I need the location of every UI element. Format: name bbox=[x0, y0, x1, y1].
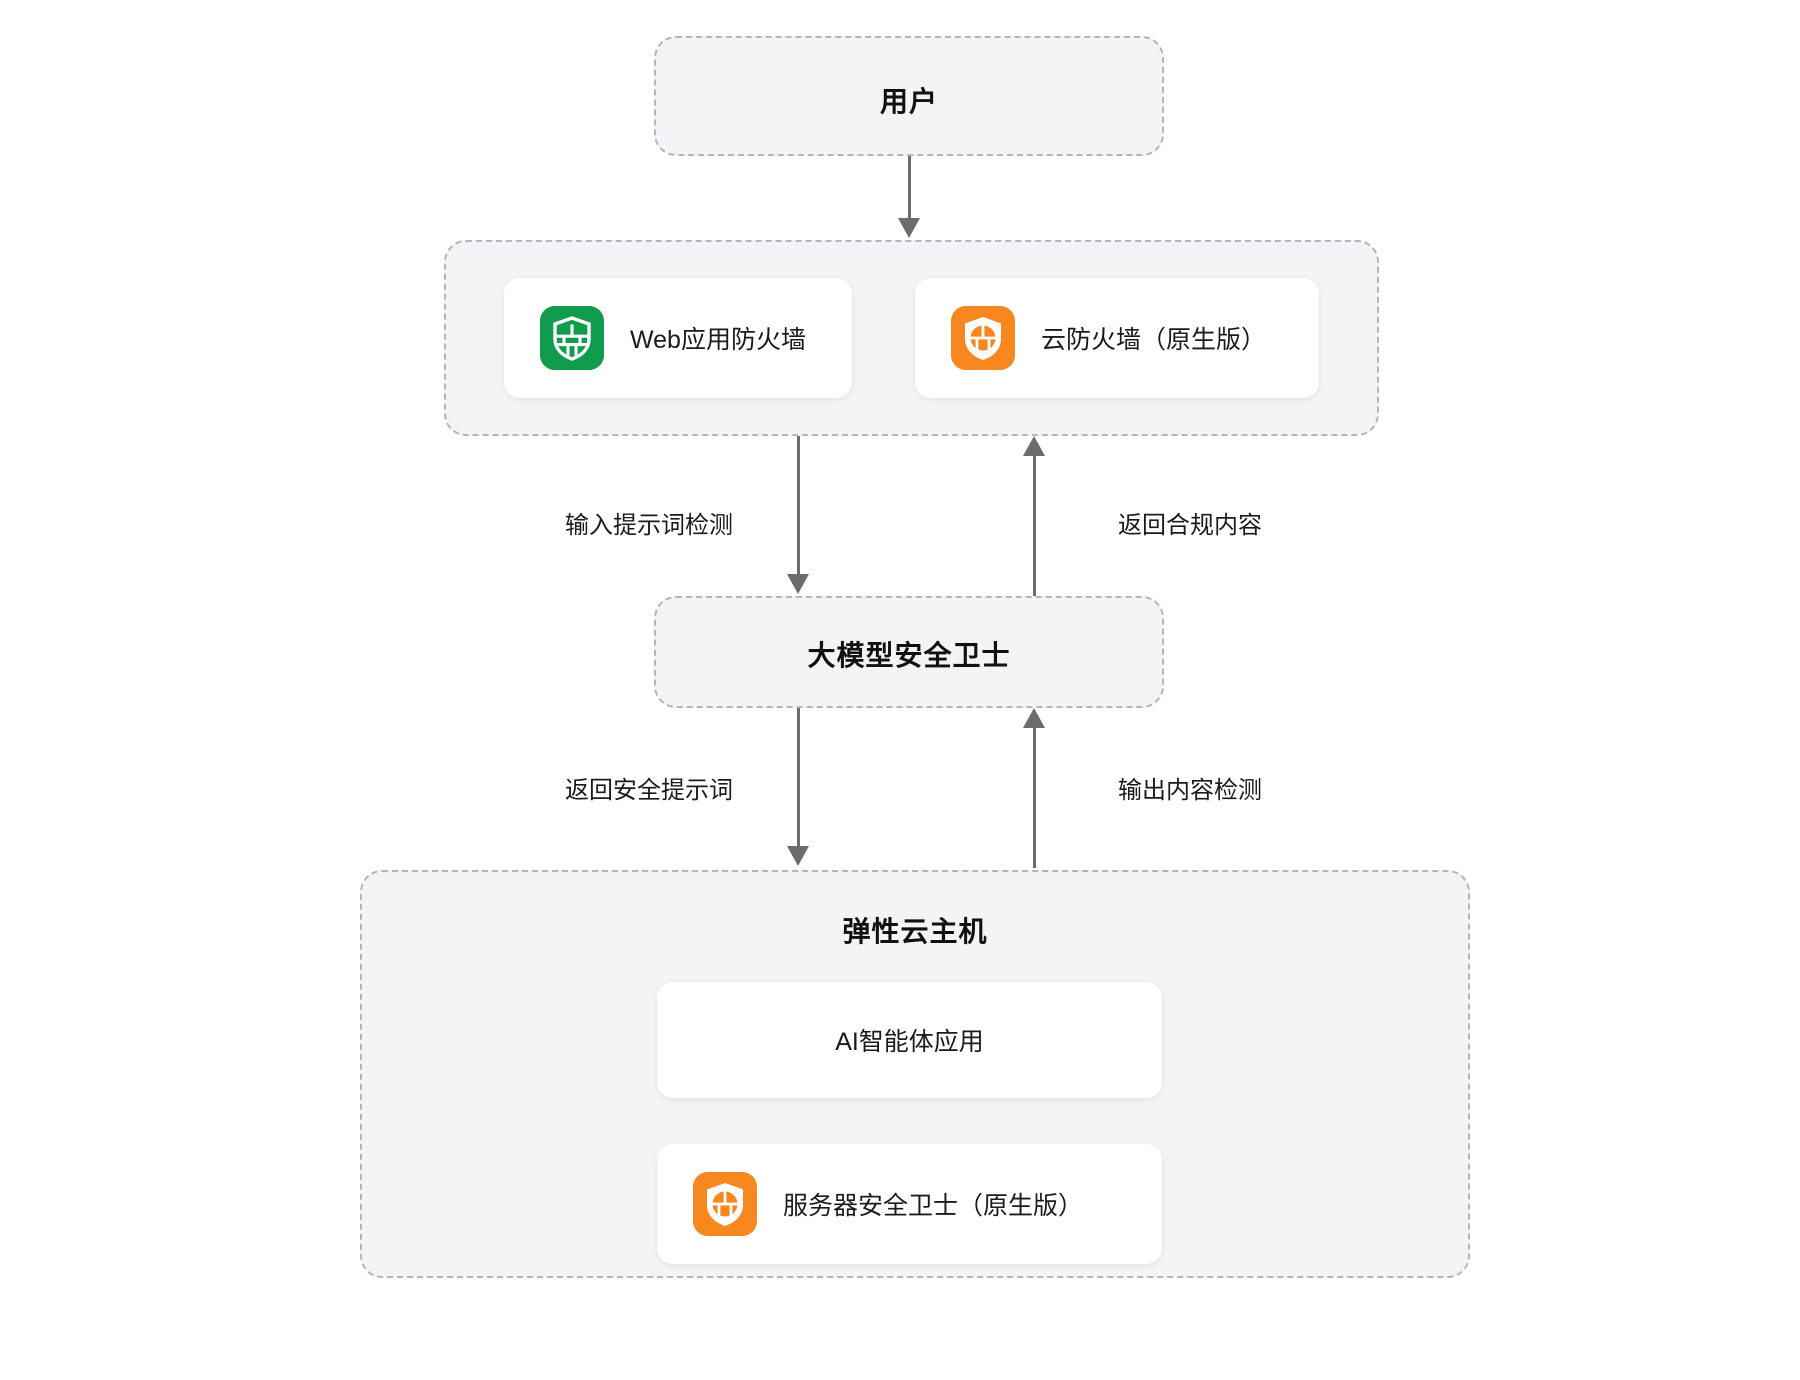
arrow-line bbox=[1033, 454, 1036, 596]
edge-label-output-content-detection: 输出内容检测 bbox=[1118, 777, 1262, 804]
arrow-user-to-protection bbox=[897, 156, 921, 240]
arrow-ecs-to-guard bbox=[1022, 708, 1046, 868]
group-elastic-cloud-host-title: 弹性云主机 bbox=[842, 916, 988, 947]
node-user-label: 用户 bbox=[879, 86, 938, 117]
shield-brick-icon bbox=[693, 1172, 757, 1236]
arrow-line bbox=[797, 436, 800, 578]
arrow-protection-to-guard bbox=[786, 436, 810, 596]
arrow-line bbox=[797, 708, 800, 850]
arrow-head-down-icon bbox=[787, 574, 809, 594]
arrow-line bbox=[908, 156, 911, 222]
arrow-line bbox=[1033, 726, 1036, 868]
card-ai-agent-application[interactable]: AI智能体应用 bbox=[657, 982, 1162, 1098]
card-web-application-firewall[interactable]: Web应用防火墙 bbox=[504, 278, 852, 398]
card-label: 云防火墙（原生版） bbox=[1041, 326, 1267, 354]
card-label: 服务器安全卫士（原生版） bbox=[783, 1192, 1084, 1220]
shield-brick-icon bbox=[540, 306, 604, 370]
card-label: Web应用防火墙 bbox=[630, 326, 806, 354]
edge-label-return-safe-prompt: 返回安全提示词 bbox=[565, 777, 733, 804]
node-llm-security-guard[interactable]: 大模型安全卫士 bbox=[654, 596, 1164, 708]
shield-brick-icon bbox=[951, 306, 1015, 370]
node-user[interactable]: 用户 bbox=[654, 36, 1164, 156]
arrow-head-up-icon bbox=[1023, 436, 1045, 456]
card-server-security-guard[interactable]: 服务器安全卫士（原生版） bbox=[657, 1144, 1162, 1264]
card-cloud-firewall[interactable]: 云防火墙（原生版） bbox=[915, 278, 1319, 398]
card-label: AI智能体应用 bbox=[835, 1028, 984, 1056]
arrow-head-down-icon bbox=[898, 218, 920, 238]
arrow-guard-to-protection bbox=[1022, 436, 1046, 596]
node-llm-security-guard-label: 大模型安全卫士 bbox=[807, 640, 1011, 671]
arrow-head-down-icon bbox=[787, 846, 809, 866]
arrow-guard-to-ecs bbox=[786, 708, 810, 868]
edge-label-return-compliant-content: 返回合规内容 bbox=[1118, 512, 1262, 539]
arrow-head-up-icon bbox=[1023, 708, 1045, 728]
edge-label-input-prompt-detection: 输入提示词检测 bbox=[565, 512, 733, 539]
